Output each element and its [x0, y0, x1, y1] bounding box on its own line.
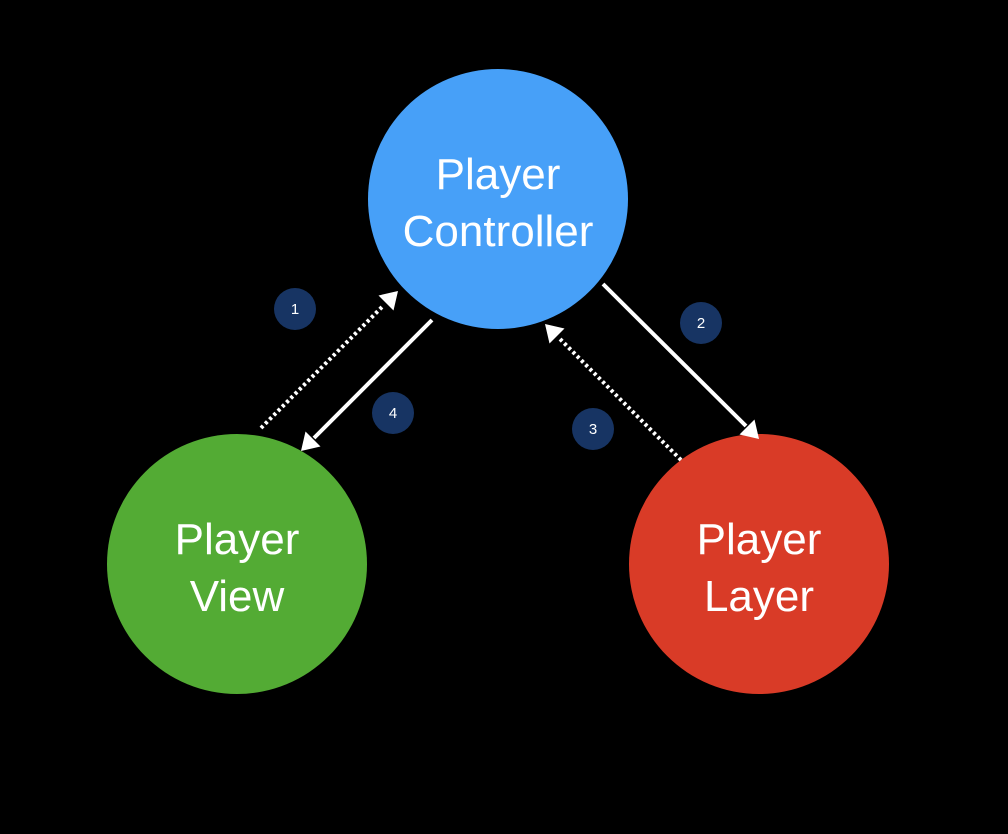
arrow-2-line [601, 282, 748, 428]
arrow-4-line [312, 318, 434, 440]
arrow-3-line [557, 336, 683, 462]
arrow-1-line [259, 303, 386, 430]
player-view-label-line1: Player [175, 515, 300, 564]
node-player-view: Player View [107, 434, 367, 694]
step-badge-3-circle [572, 408, 614, 450]
arrow-4-head [301, 431, 321, 451]
step-badge-1-circle [274, 288, 316, 330]
step-badge-2-circle [680, 302, 722, 344]
node-player-controller: Player Controller [368, 69, 628, 329]
node-player-layer: Player Layer [629, 434, 889, 694]
step-badge-4-label: 4 [389, 405, 397, 422]
player-layer-circle [629, 434, 889, 694]
player-layer-label-line1: Player [697, 515, 822, 564]
step-badge-4: 4 [372, 392, 414, 434]
player-controller-label-line2: Controller [403, 207, 594, 256]
player-view-circle [107, 434, 367, 694]
arrow-2-head [739, 419, 759, 439]
arrow-1-head [378, 291, 398, 311]
player-controller-label-line1: Player [436, 150, 561, 199]
step-badge-1-label: 1 [291, 301, 299, 318]
arrow-2-controller-to-layer [601, 282, 759, 439]
step-badge-2: 2 [680, 302, 722, 344]
step-badge-3: 3 [572, 408, 614, 450]
player-controller-circle [368, 69, 628, 329]
player-layer-label-line2: Layer [704, 572, 814, 621]
arrow-3-head [545, 324, 565, 344]
step-badge-4-circle [372, 392, 414, 434]
step-badge-2-label: 2 [697, 315, 705, 332]
player-view-label-line2: View [190, 572, 285, 621]
arrow-3-layer-to-controller [545, 324, 683, 462]
arrow-4-controller-to-view [301, 318, 434, 451]
step-badge-3-label: 3 [589, 421, 597, 438]
arrow-1-view-to-controller [259, 291, 398, 430]
step-badge-1: 1 [274, 288, 316, 330]
